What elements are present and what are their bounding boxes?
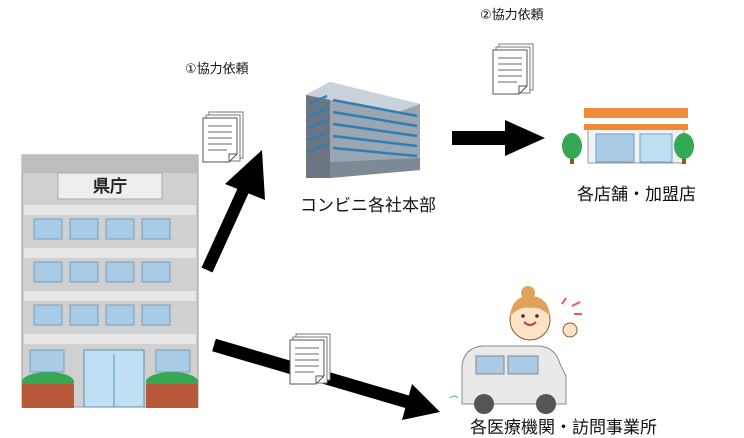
label-request-2: ②協力依頼 [480,8,544,23]
label-request-1: ①協力依頼 [185,62,249,77]
prefecture-sign: 県庁 [93,176,127,197]
document-icon [492,43,534,95]
arrow-to-stores [452,120,545,156]
label-stores: 各店舗・加盟店 [577,185,696,205]
office-building-icon [306,82,420,178]
label-medical: 各医療機関・訪問事業所 [470,418,657,438]
arrow-to-hq [201,150,265,273]
document-icon [289,333,331,385]
caregiver-car-icon [449,286,582,414]
prefecture-building-icon [21,154,199,408]
label-hq: コンビニ各社本部 [300,196,436,216]
document-icon [202,111,244,163]
convenience-store-icon [562,108,694,164]
